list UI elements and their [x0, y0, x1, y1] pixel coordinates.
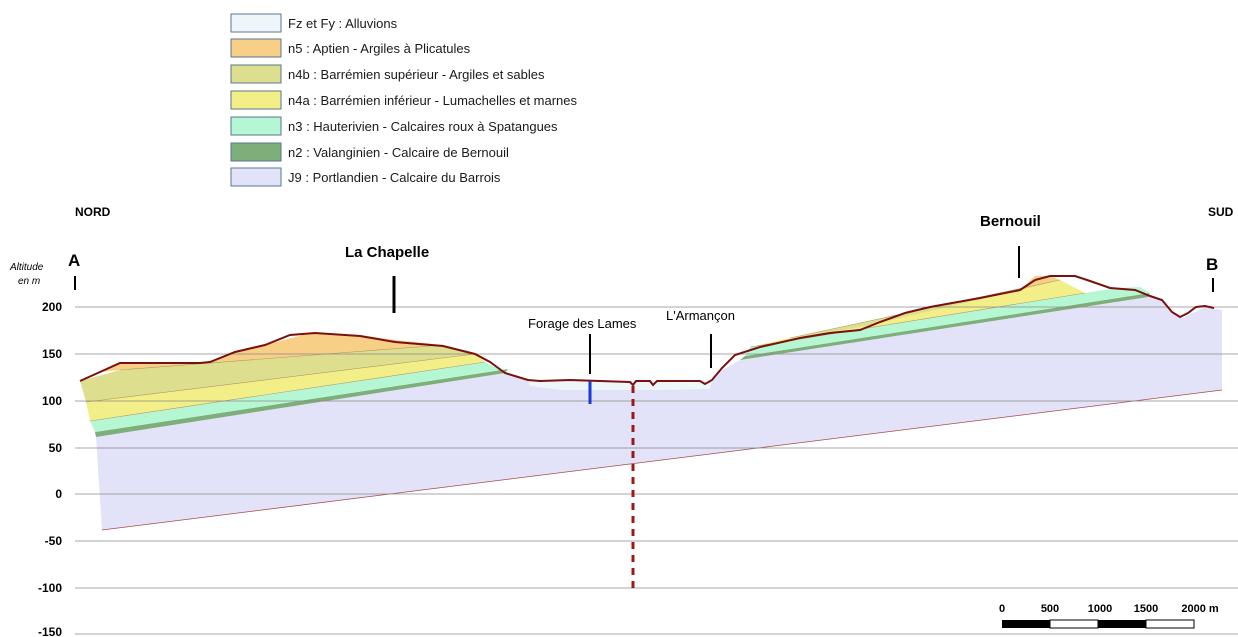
- scale-label-1000: 1000: [1088, 603, 1112, 615]
- scale-label-2000: 2000 m: [1181, 603, 1219, 615]
- place-bernouil: Bernouil: [980, 213, 1041, 230]
- y-axis-ticks: 200 150 100 50 0 -50 -100 -150: [38, 300, 62, 637]
- scale-label-500: 500: [1041, 603, 1059, 615]
- armancon-label: L'Armançon: [666, 308, 735, 323]
- y-tick-minus-100: -100: [38, 581, 62, 595]
- y-axis-label-line1: Altitude: [9, 262, 44, 273]
- scale-label-0: 0: [999, 603, 1005, 615]
- layer-portlandien: [96, 296, 1222, 530]
- legend-label-alluvions: Fz et Fy : Alluvions: [288, 16, 398, 31]
- layer-aptien: [100, 333, 443, 372]
- legend-swatch-alluvions: [230, 13, 282, 33]
- layer-barremien-sup: [80, 345, 475, 402]
- scale-segment-2: [1049, 619, 1099, 629]
- legend-swatch-valanginien: [230, 142, 282, 162]
- y-tick-0: 0: [55, 487, 62, 501]
- layer-hauterivien: [90, 362, 508, 432]
- south-label: SUD: [1208, 205, 1234, 219]
- legend-swatch-barremien-sup: [230, 64, 282, 84]
- y-tick-minus-150: -150: [38, 625, 62, 637]
- place-la-chapelle: La Chapelle: [345, 244, 429, 261]
- scale-label-1500: 1500: [1134, 603, 1158, 615]
- legend-label-barremien-sup: n4b : Barrémien supérieur - Argiles et s…: [288, 67, 545, 82]
- geological-layers: [80, 276, 1223, 531]
- y-axis-label: Altitude en m: [9, 262, 46, 287]
- y-tick-50: 50: [49, 441, 63, 455]
- scale-segment-1: [1002, 620, 1050, 628]
- layer-hauterivien-east: [745, 287, 1150, 356]
- scale-segment-4: [1145, 619, 1195, 629]
- topography-profile: [79, 275, 1215, 387]
- legend-label-aptien: n5 : Aptien - Argiles à Plicatules: [288, 41, 471, 56]
- endpoint-a-label: A: [68, 251, 80, 270]
- y-axis-label-line2: en m: [18, 276, 40, 287]
- legend-label-valanginien: n2 : Valanginien - Calcaire de Bernouil: [288, 145, 509, 160]
- layer-valanginien: [95, 369, 508, 437]
- layer-barremien-inf: [86, 354, 485, 421]
- endpoint-b-label: B: [1206, 255, 1218, 274]
- legend-swatch-aptien: [230, 38, 282, 58]
- legend-swatch-hauterivien: [230, 116, 282, 136]
- scale-segment-3: [1098, 620, 1146, 628]
- base-boundary-line: [101, 389, 1223, 531]
- altitude-gridlines: [75, 306, 1238, 635]
- north-label: NORD: [75, 205, 111, 219]
- y-tick-minus-50: -50: [45, 534, 63, 548]
- legend-swatch-barremien-inf: [230, 90, 282, 110]
- legend-label-portlandien: J9 : Portlandien - Calcaire du Barrois: [288, 170, 501, 185]
- y-tick-200: 200: [42, 300, 62, 314]
- legend: Fz et Fy : Alluvions n5 : Aptien - Argil…: [230, 13, 578, 187]
- scale-bar: 0 500 1000 1500 2000 m: [999, 603, 1219, 629]
- legend-swatch-portlandien: [230, 167, 282, 187]
- layer-valanginien-east: [740, 293, 1150, 360]
- layer-alluvions: [528, 380, 712, 390]
- y-tick-100: 100: [42, 394, 62, 408]
- legend-label-hauterivien: n3 : Hauterivien - Calcaires roux à Spat…: [288, 119, 558, 134]
- y-tick-150: 150: [42, 347, 62, 361]
- forage-label: Forage des Lames: [528, 316, 637, 331]
- legend-label-barremien-inf: n4a : Barrémien inférieur - Lumachelles …: [288, 93, 578, 108]
